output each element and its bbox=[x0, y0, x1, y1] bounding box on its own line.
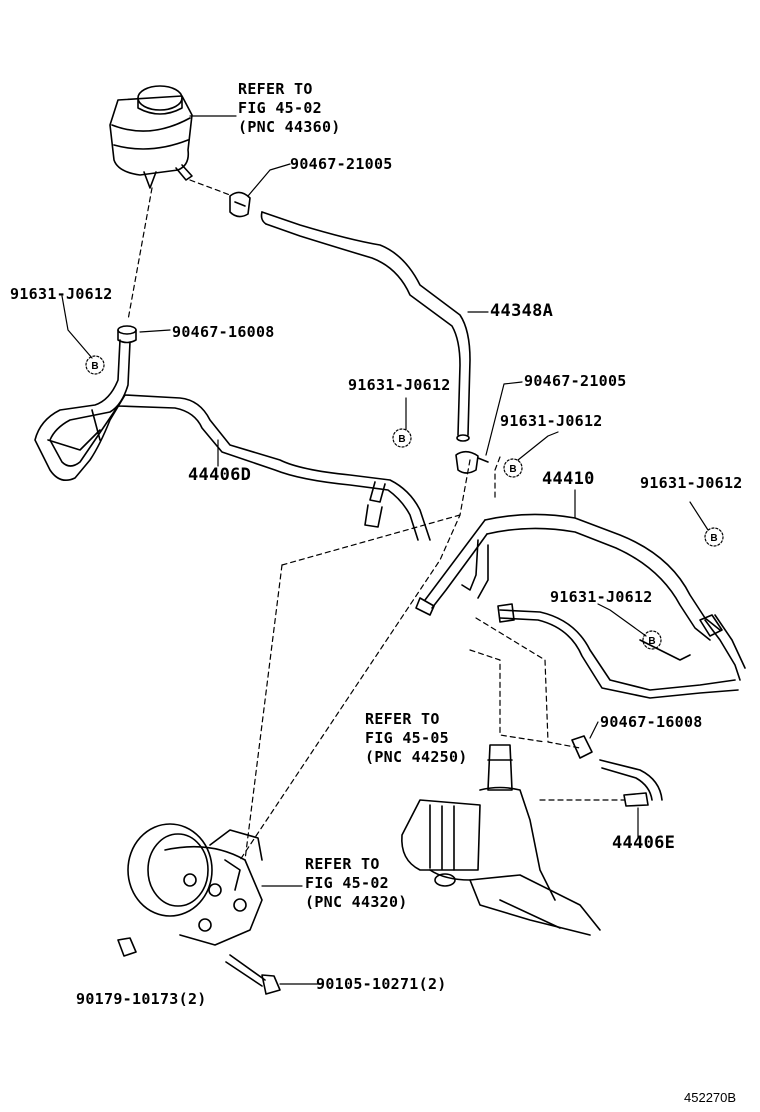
part-clip-left: 91631-J0612 bbox=[10, 285, 113, 303]
callout-b-4: B bbox=[710, 533, 717, 544]
ref-reservoir-line2: FIG 45-02 bbox=[238, 99, 322, 117]
part-pipe-pressure: 44410 bbox=[542, 469, 595, 489]
clamp-top bbox=[229, 191, 251, 218]
ref-reservoir-line3: (PNC 44360) bbox=[238, 118, 341, 136]
part-clamp-top: 90467-21005 bbox=[290, 155, 393, 173]
left-hose-44406d bbox=[34, 339, 431, 541]
return-pipe bbox=[497, 603, 739, 699]
reservoir-tank bbox=[109, 85, 193, 189]
part-clamp-left: 90467-16008 bbox=[172, 323, 275, 341]
part-nut: 90179-10173(2) bbox=[76, 990, 207, 1008]
part-clip-mid: 91631-J0612 bbox=[348, 376, 451, 394]
part-hose-return: 44348A bbox=[490, 301, 554, 321]
callout-b-5: B bbox=[648, 636, 655, 647]
callout-b-3: B bbox=[509, 464, 516, 475]
part-clamp-right: 90467-16008 bbox=[600, 713, 703, 731]
return-hose-44348a bbox=[260, 211, 471, 442]
ref-gear-line1: REFER TO bbox=[365, 710, 440, 728]
right-hose-44406e bbox=[599, 759, 663, 807]
callout-letters: B B B B B bbox=[91, 361, 717, 647]
ref-pump-line2: FIG 45-02 bbox=[305, 874, 389, 892]
ref-reservoir-line1: REFER TO bbox=[238, 80, 313, 98]
part-clip-right: 91631-J0612 bbox=[640, 474, 743, 492]
pump-assembly bbox=[127, 823, 263, 946]
callout-circles bbox=[85, 355, 724, 650]
clamp-right bbox=[571, 735, 593, 759]
ref-gear-line3: (PNC 44250) bbox=[365, 748, 468, 766]
part-clip-right2: 91631-J0612 bbox=[550, 588, 653, 606]
ref-gear-line2: FIG 45-05 bbox=[365, 729, 449, 747]
figure-id: 452270B bbox=[684, 1090, 737, 1105]
callout-b-2: B bbox=[398, 434, 405, 445]
bolt-and-nut bbox=[117, 937, 281, 995]
ref-pump-line1: REFER TO bbox=[305, 855, 380, 873]
label-leaders bbox=[61, 115, 709, 985]
clamp-left bbox=[117, 325, 137, 344]
clamp-mid bbox=[455, 450, 489, 474]
leader-lines bbox=[127, 179, 626, 861]
callout-b-1: B bbox=[91, 361, 98, 372]
ref-pump-line3: (PNC 44320) bbox=[305, 893, 408, 911]
part-clamp-mid: 90467-21005 bbox=[524, 372, 627, 390]
steering-gear bbox=[401, 744, 601, 936]
part-hose-left: 44406D bbox=[188, 465, 252, 485]
part-clip-mid2: 91631-J0612 bbox=[500, 412, 603, 430]
part-hose-right: 44406E bbox=[612, 833, 676, 853]
part-bolt: 90105-10271(2) bbox=[316, 975, 447, 993]
pressure-pipe-44410 bbox=[415, 513, 746, 681]
